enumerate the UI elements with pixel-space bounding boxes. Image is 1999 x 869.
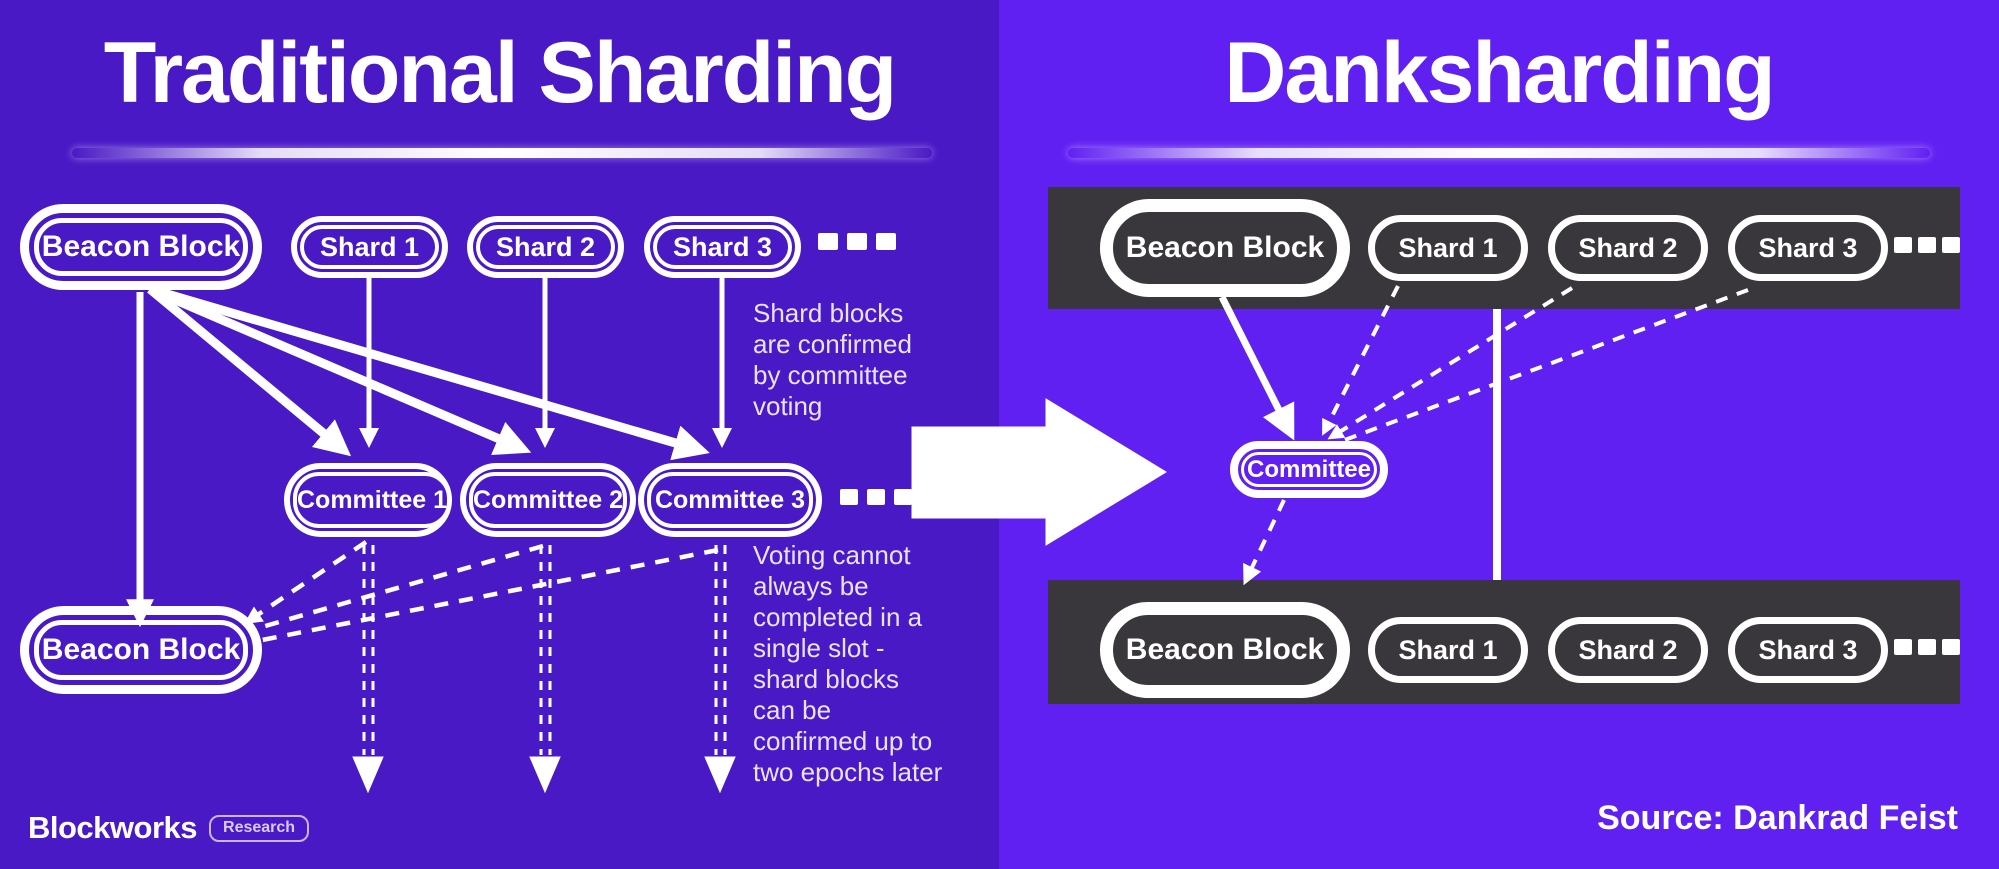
blockworks-logo: Blockworks Research (28, 810, 310, 846)
node-label: Committee 2 (469, 472, 628, 528)
node-label: Beacon Block (34, 620, 248, 680)
ellipsis-icon (1894, 639, 1960, 655)
left-shard3-node: Shard 3 (644, 216, 801, 278)
node-label: Shard 1 (300, 225, 439, 269)
left-shard1-node: Shard 1 (291, 216, 448, 278)
node-label: Committee (1241, 452, 1377, 487)
right-shard2-bottom-node: Shard 2 (1548, 617, 1708, 683)
source-attribution: Source: Dankrad Feist (1597, 799, 1958, 837)
ellipsis-icon (1894, 237, 1960, 253)
ellipsis-icon (840, 489, 912, 505)
node-label: Committee 3 (647, 472, 813, 528)
left-panel-title: Traditional Sharding (103, 25, 897, 121)
node-label: Beacon Block (34, 218, 248, 276)
right-shard1-bottom-node: Shard 1 (1368, 617, 1528, 683)
right-shard1-top-node: Shard 1 (1368, 215, 1528, 281)
right-panel-title: Danksharding (1224, 25, 1775, 121)
research-badge: Research (209, 814, 310, 842)
left-shard2-node: Shard 2 (467, 216, 624, 278)
right-shard2-top-node: Shard 2 (1548, 215, 1708, 281)
right-shard3-top-node: Shard 3 (1728, 215, 1888, 281)
right-title-underline (1068, 148, 1930, 158)
left-title-underline (72, 148, 932, 158)
right-beacon-block-top-node: Beacon Block (1100, 199, 1350, 297)
right-beacon-block-bottom-node: Beacon Block (1100, 602, 1350, 698)
node-label: Shard 3 (653, 225, 792, 269)
right-shard3-bottom-node: Shard 3 (1728, 617, 1888, 683)
node-label: Committee 1 (293, 472, 452, 528)
danksharding-panel (999, 0, 1999, 869)
left-committee1-node: Committee 1 (284, 463, 452, 537)
blockworks-wordmark: Blockworks (28, 810, 198, 845)
left-beacon-block-top-node: Beacon Block (20, 204, 262, 290)
ellipsis-icon (818, 233, 896, 250)
node-label: Shard 2 (476, 225, 615, 269)
right-committee-node: Committee (1230, 441, 1388, 498)
committee-voting-note: Shard blocks are confirmed by committee … (753, 298, 912, 421)
left-committee3-node: Committee 3 (638, 463, 822, 537)
left-committee2-node: Committee 2 (460, 463, 636, 537)
left-beacon-block-bottom-node: Beacon Block (20, 606, 262, 694)
epoch-delay-note: Voting cannot always be completed in a s… (753, 540, 943, 787)
